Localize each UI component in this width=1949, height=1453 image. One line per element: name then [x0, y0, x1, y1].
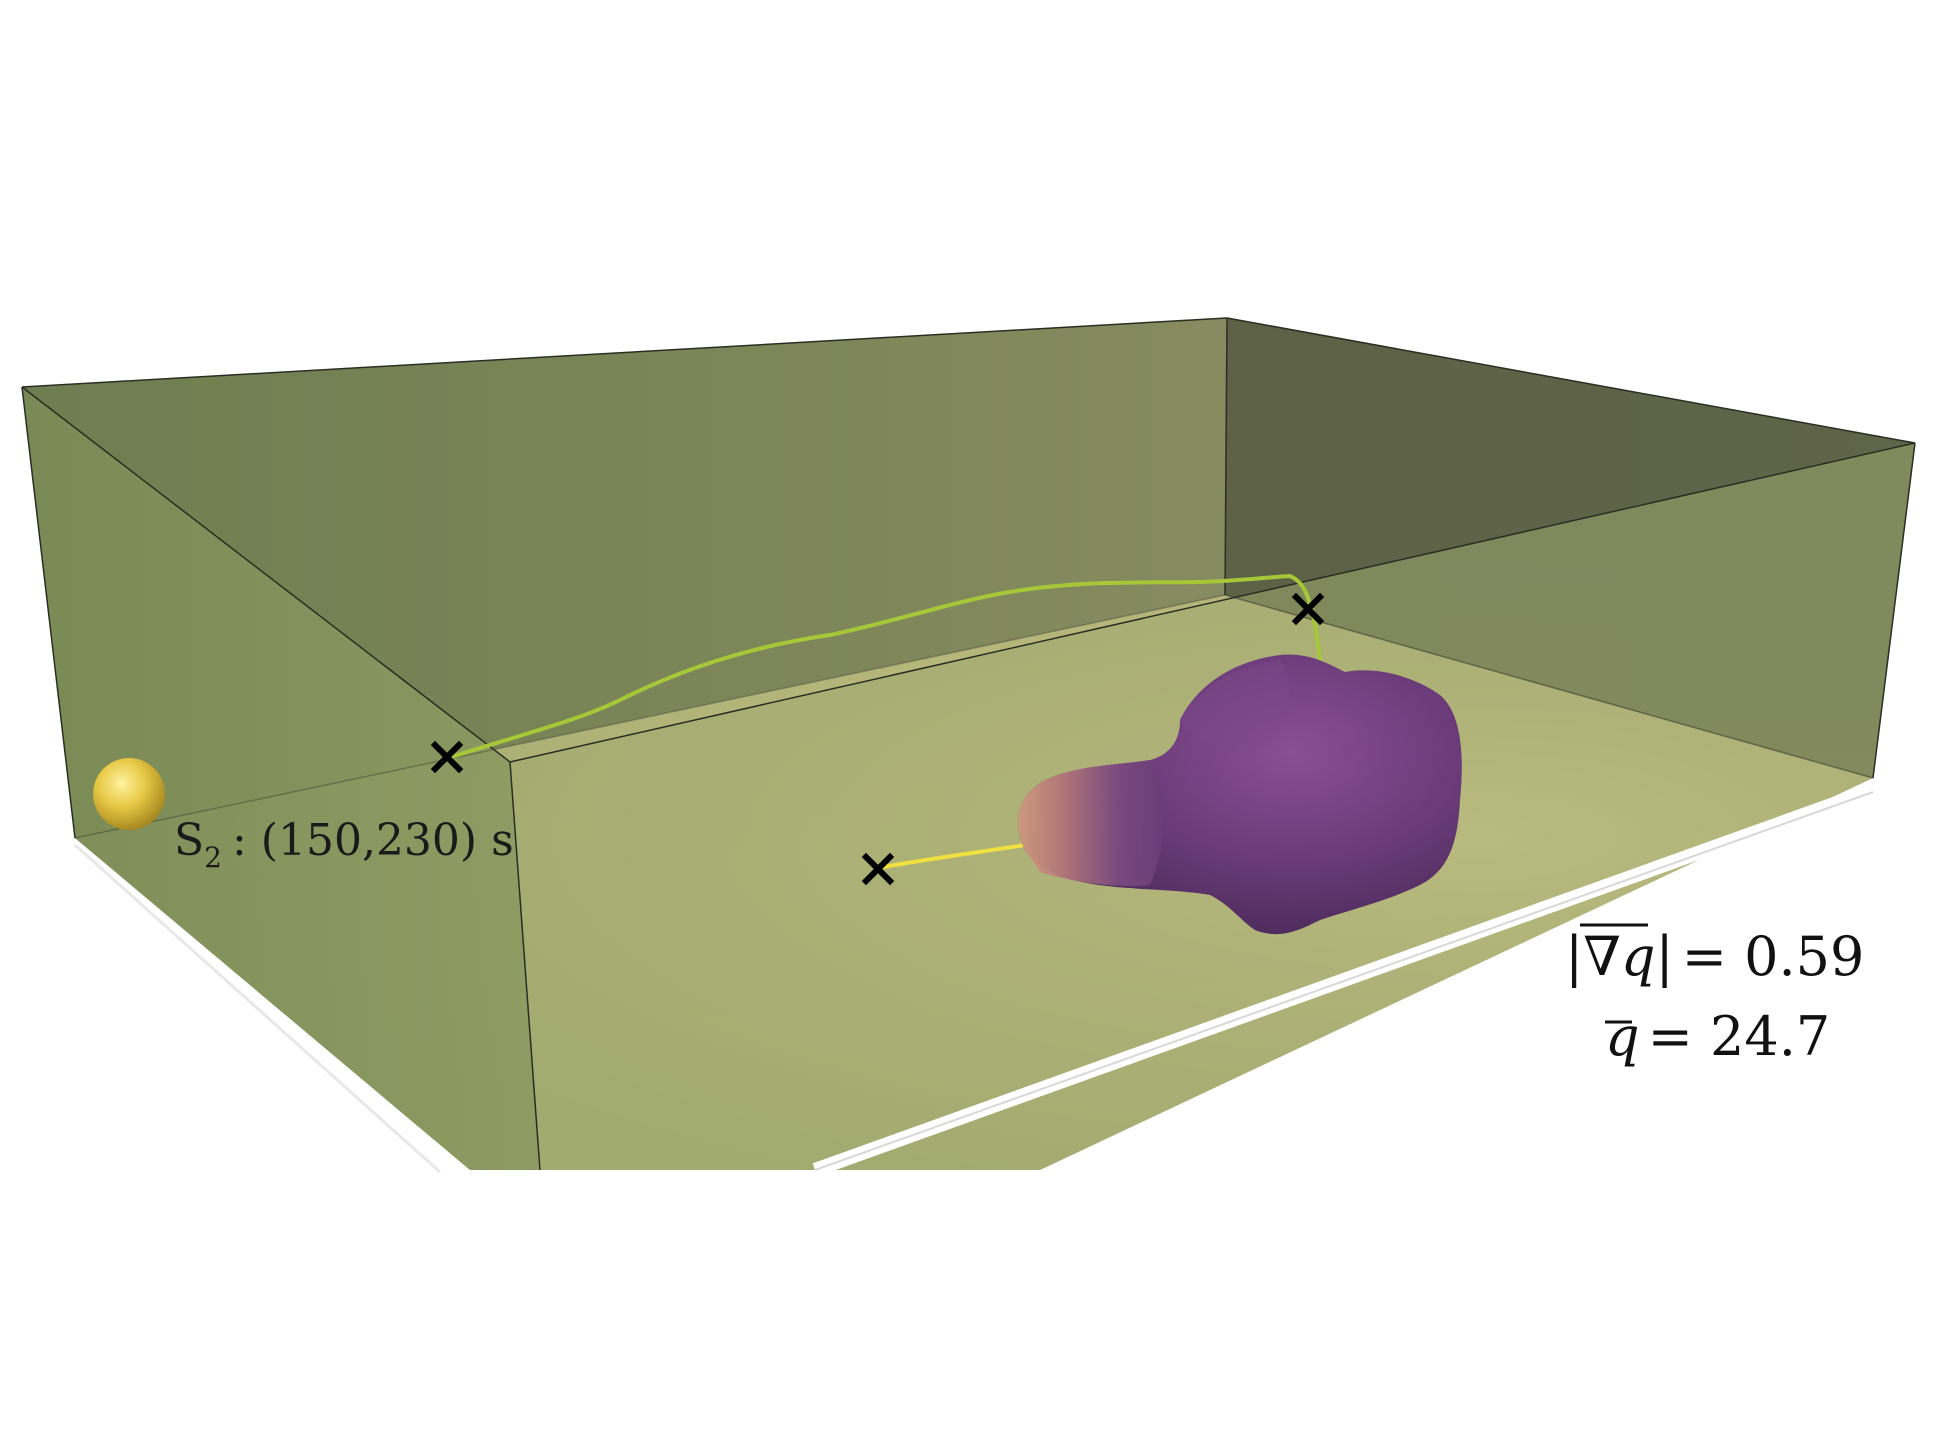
- mid-marker: [861, 852, 895, 886]
- mean-q-value: = 24.7: [1648, 1005, 1831, 1068]
- stats-annotation: |∇q|= 0.59 q= 24.7: [1565, 923, 1864, 1068]
- base-edge-left: [73, 843, 442, 1174]
- end-marker: [1291, 592, 1325, 626]
- trajectory-green-path: [447, 573, 1324, 760]
- trajectory-yellow-path: [877, 843, 1026, 870]
- grad-q-value: = 0.59: [1682, 925, 1865, 988]
- start-marker: [430, 740, 464, 774]
- source-name: S: [174, 815, 204, 866]
- base-edge-right-line: [814, 791, 1874, 1171]
- source-subscript: 2: [204, 841, 222, 874]
- source-label: S2 : (150,230) s: [174, 815, 514, 874]
- plume-isosurface: [1018, 654, 1462, 935]
- box-edges: [21, 317, 1916, 1171]
- svg-text:|∇q|= 0.59: |∇q|= 0.59: [1565, 925, 1864, 988]
- grad-q-label: ∇q: [1583, 925, 1655, 988]
- source-sphere: [93, 758, 165, 830]
- left-wall: [22, 387, 540, 1170]
- svg-text:q= 24.7: q= 24.7: [1605, 1005, 1830, 1068]
- source-range: : (150,230) s: [232, 815, 514, 866]
- mean-q-label: q: [1605, 1005, 1640, 1068]
